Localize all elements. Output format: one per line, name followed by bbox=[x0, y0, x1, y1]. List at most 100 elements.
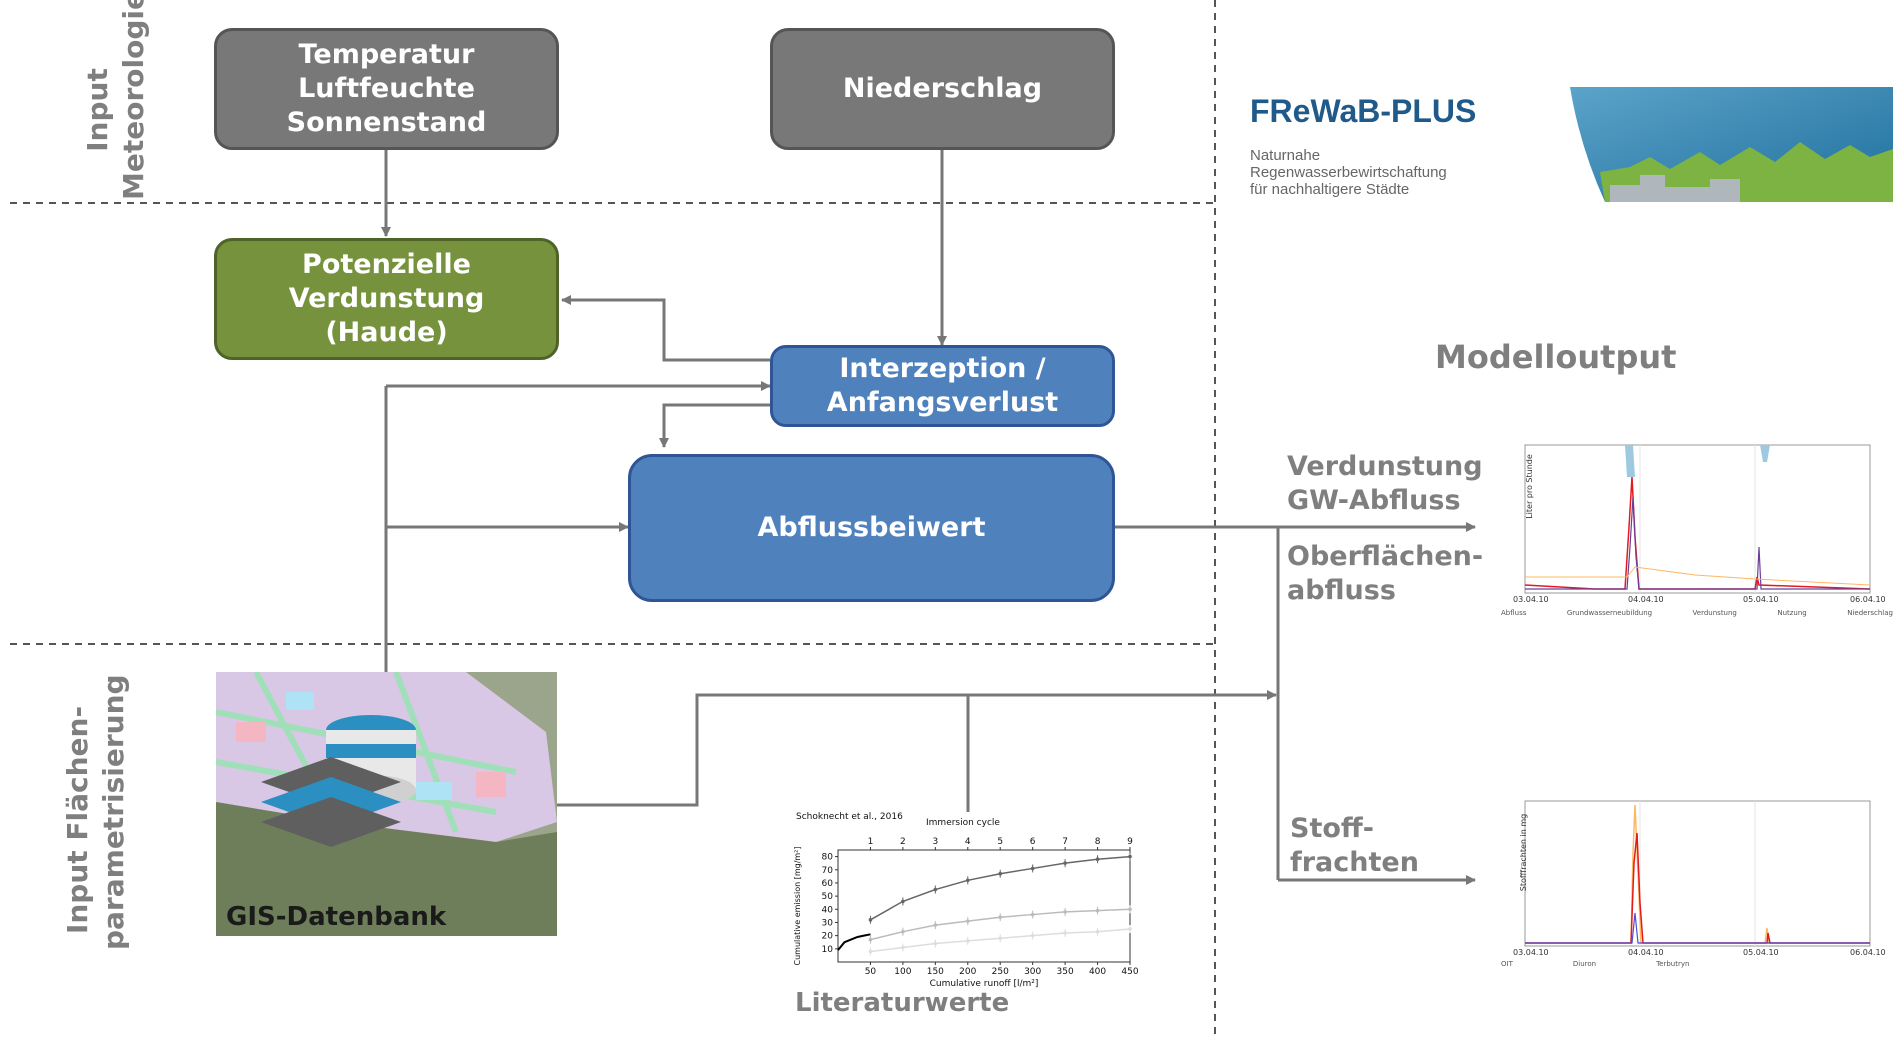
loads-output-chart: Stofffrachten in mg 03.04.10 04.04.10 05… bbox=[1495, 793, 1893, 973]
top-axis-label: Immersion cycle bbox=[926, 818, 1000, 828]
x-tick-label: 50 bbox=[865, 967, 877, 977]
chart2-xtick-3: 06.04.10 bbox=[1850, 948, 1886, 957]
data-point bbox=[1095, 908, 1100, 913]
surface-section-label: Input Flächen- parametrisierung bbox=[61, 674, 130, 950]
y-tick-label: 10 bbox=[822, 945, 834, 955]
y-tick-label: 80 bbox=[822, 853, 834, 863]
data-point bbox=[901, 929, 905, 934]
data-point bbox=[1063, 861, 1067, 865]
data-point bbox=[933, 941, 938, 946]
interception-box: Interzeption / Anfangsverlust bbox=[770, 345, 1115, 427]
chart2-xtick-1: 04.04.10 bbox=[1628, 948, 1664, 957]
data-point bbox=[1063, 910, 1067, 914]
data-point bbox=[1030, 866, 1035, 871]
top-tick-label: 7 bbox=[1062, 837, 1068, 847]
gis-map-graphic bbox=[216, 672, 557, 936]
legend-item: Nutzung bbox=[1777, 609, 1807, 617]
loads-label: Stoff- frachten bbox=[1290, 813, 1419, 878]
data-point bbox=[1030, 933, 1035, 938]
precipitation-box: Niederschlag bbox=[770, 28, 1115, 150]
gis-database-label: GIS-Datenbank bbox=[226, 902, 447, 932]
data-point bbox=[1128, 927, 1132, 931]
data-point bbox=[1128, 907, 1132, 912]
data-point bbox=[868, 918, 873, 922]
top-tick-label: 3 bbox=[932, 837, 938, 847]
y-tick-label: 40 bbox=[822, 905, 834, 915]
runoff-output-plot bbox=[1524, 444, 1871, 594]
data-point bbox=[901, 945, 905, 950]
legend-item: Verdunstung bbox=[1692, 609, 1737, 617]
gis-database-image: GIS-Datenbank bbox=[216, 672, 557, 936]
x-tick-label: 300 bbox=[1024, 967, 1041, 977]
data-point bbox=[965, 919, 970, 923]
chart2-ylabel: Stofffrachten in mg bbox=[1519, 813, 1529, 892]
data-point bbox=[901, 899, 905, 904]
y-tick-label: 30 bbox=[822, 918, 834, 928]
data-point bbox=[998, 871, 1003, 876]
chart2-xtick-0: 03.04.10 bbox=[1513, 948, 1549, 957]
data-point bbox=[933, 887, 938, 892]
top-tick-label: 2 bbox=[900, 837, 906, 847]
series-line-3 bbox=[837, 933, 871, 951]
x-tick-label: 250 bbox=[992, 967, 1009, 977]
plot-frame bbox=[837, 849, 1131, 963]
x-axis-label: Cumulative runoff [l/m²] bbox=[930, 979, 1039, 989]
data-point bbox=[868, 949, 873, 954]
y-tick-label: 20 bbox=[822, 932, 834, 942]
potential-evaporation-box: Potenzielle Verdunstung (Haude) bbox=[214, 238, 559, 360]
loads-output-plot bbox=[1524, 800, 1871, 947]
data-point bbox=[1095, 929, 1100, 934]
top-tick-label: 8 bbox=[1095, 837, 1101, 847]
data-point bbox=[1063, 931, 1067, 935]
logo-water-graphic bbox=[1570, 87, 1893, 202]
literature-citation: Schoknecht et al., 2016 bbox=[796, 812, 903, 822]
legend-item: Terbutryn bbox=[1656, 960, 1690, 968]
logo-subtitle-3: für nachhaltigere Städte bbox=[1250, 181, 1410, 198]
x-tick-label: 350 bbox=[1057, 967, 1074, 977]
chart1-legend: Abfluss Grundwasserneubildung Verdunstun… bbox=[1501, 609, 1893, 617]
x-tick-label: 200 bbox=[959, 967, 976, 977]
legend-item: OIT bbox=[1501, 960, 1513, 968]
top-tick-label: 6 bbox=[1030, 837, 1036, 847]
x-tick-label: 150 bbox=[927, 967, 944, 977]
data-point bbox=[1128, 854, 1132, 859]
temperature-humidity-sun-box: Temperatur Luftfeuchte Sonnenstand bbox=[214, 28, 559, 150]
logo-subtitle-1: Naturnahe bbox=[1250, 147, 1321, 164]
literature-chart: Schoknecht et al., 2016 Immersion cycle … bbox=[790, 812, 1148, 998]
data-point bbox=[998, 936, 1003, 941]
chart2-legend: OIT Diuron Terbutryn bbox=[1501, 960, 1689, 968]
chart1-xtick-2: 05.04.10 bbox=[1743, 595, 1779, 604]
model-output-heading: Modelloutput bbox=[1435, 338, 1677, 376]
data-point bbox=[965, 939, 970, 943]
y-tick-label: 70 bbox=[822, 866, 834, 876]
y-axis-label: Cumulative emission [mg/m²] bbox=[793, 846, 802, 965]
x-tick-label: 100 bbox=[894, 967, 911, 977]
chart1-xtick-1: 04.04.10 bbox=[1628, 595, 1664, 604]
legend-item: Diuron bbox=[1572, 960, 1597, 968]
chart2-xtick-2: 05.04.10 bbox=[1743, 948, 1779, 957]
chart1-xtick-0: 03.04.10 bbox=[1513, 595, 1549, 604]
legend-item: Grundwasserneubildung bbox=[1566, 609, 1653, 617]
chart1-ylabel: Liter pro Stunde bbox=[1524, 454, 1534, 519]
data-point bbox=[1095, 857, 1100, 862]
data-point bbox=[868, 937, 873, 942]
top-tick-label: 5 bbox=[997, 837, 1003, 847]
data-point bbox=[1030, 912, 1035, 917]
data-point bbox=[933, 923, 938, 927]
evap-gw-label: Verdunstung GW-Abfluss bbox=[1287, 451, 1483, 516]
runoff-output-chart: Liter pro Stunde 03.04.10 04.04.10 05.04… bbox=[1495, 437, 1893, 620]
data-point bbox=[965, 878, 970, 883]
surface-runoff-label: Oberflächen- abfluss bbox=[1287, 541, 1484, 606]
meteorology-section-label: Input Meteorologie bbox=[81, 0, 150, 200]
top-tick-label: 4 bbox=[965, 837, 971, 847]
legend-item: Niederschlag bbox=[1847, 609, 1893, 617]
literature-label: Literaturwerte bbox=[795, 988, 1010, 1018]
logo-title: FReWaB-PLUS bbox=[1250, 93, 1477, 129]
runoff-coefficient-box: Abflussbeiwert bbox=[628, 454, 1115, 602]
legend-item: Abfluss bbox=[1501, 609, 1527, 617]
x-tick-label: 400 bbox=[1089, 967, 1106, 977]
logo-subtitle-2: Regenwasserbewirtschaftung bbox=[1250, 164, 1447, 181]
chart1-xtick-3: 06.04.10 bbox=[1850, 595, 1886, 604]
top-tick-label: 9 bbox=[1127, 837, 1133, 847]
